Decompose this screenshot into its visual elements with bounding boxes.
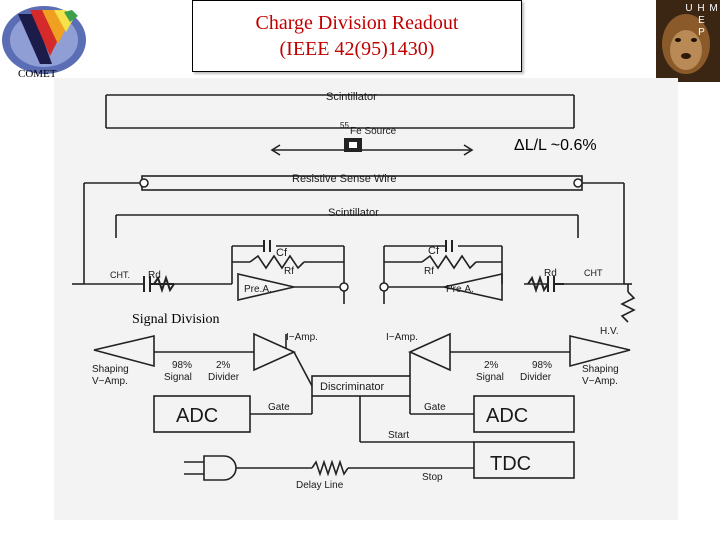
source-superscript: 55 bbox=[340, 121, 349, 130]
gate-right-label: Gate bbox=[424, 402, 446, 413]
wire-label: Resistive Sense Wire bbox=[292, 173, 397, 185]
comet-logo-icon bbox=[2, 6, 86, 74]
adc-right-label: ADC bbox=[486, 405, 528, 427]
resolution-label: ΔL/L ~0.6% bbox=[514, 137, 597, 154]
uhm-letters-2: E bbox=[698, 15, 706, 26]
pct98-left-label: 98% bbox=[172, 360, 192, 371]
vamp-left-label: V−Amp. bbox=[92, 376, 128, 387]
comet-label: COMET bbox=[18, 68, 57, 80]
circuit-diagram-panel: Scintillator 55 Fe Source ΔL/L ~0.6% Res… bbox=[54, 78, 678, 520]
preamp-left-label: Pre.A. bbox=[244, 284, 272, 295]
page-title: Charge Division Readout bbox=[255, 12, 459, 34]
cf-left-label: Cf bbox=[276, 247, 288, 259]
start-label: Start bbox=[388, 430, 409, 441]
pct98-right-label: 98% bbox=[532, 360, 552, 371]
divider-left-label: Divider bbox=[208, 372, 240, 383]
title-box: Charge Division Readout (IEEE 42(95)1430… bbox=[192, 0, 522, 72]
divider-right-label: Divider bbox=[520, 372, 552, 383]
page-subtitle: (IEEE 42(95)1430) bbox=[279, 38, 435, 60]
pct2-left-label: 2% bbox=[216, 360, 231, 371]
scintillator-top-label: Scintillator bbox=[326, 91, 377, 103]
iamp-right-label: I−Amp. bbox=[386, 332, 418, 343]
tdc-label: TDC bbox=[490, 453, 531, 475]
stop-label: Stop bbox=[422, 472, 443, 483]
cht-right-label: CHT bbox=[584, 268, 603, 278]
preamp-right-label: Pre.A. bbox=[446, 284, 474, 295]
shaping-right-label: Shaping bbox=[582, 364, 619, 375]
signal-left-label: Signal bbox=[164, 372, 192, 383]
rd-right-label: Rd bbox=[544, 268, 557, 279]
hv-label: H.V. bbox=[600, 326, 619, 337]
uhm-letters-1: U H M bbox=[685, 3, 719, 14]
scintillator-bottom-label: Scintillator bbox=[328, 207, 379, 219]
adc-left-label: ADC bbox=[176, 405, 218, 427]
cf-right-label: Cf bbox=[428, 245, 440, 257]
cht-left-label: CHT. bbox=[110, 270, 130, 280]
signal-division-label: Signal Division bbox=[132, 312, 220, 327]
rf-right-label: Rf bbox=[424, 266, 434, 277]
vamp-right-label: V−Amp. bbox=[582, 376, 618, 387]
pct2-right-label: 2% bbox=[484, 360, 499, 371]
discriminator-label: Discriminator bbox=[320, 381, 385, 393]
shaping-left-label: Shaping bbox=[92, 364, 129, 375]
circuit-diagram: Scintillator 55 Fe Source ΔL/L ~0.6% Res… bbox=[72, 91, 636, 491]
uhm-logo-text: U H M E P bbox=[684, 3, 720, 39]
rf-left-label: Rf bbox=[284, 266, 294, 277]
uhm-letters-3: P bbox=[698, 27, 706, 38]
iamp-left-label: I−Amp. bbox=[286, 332, 318, 343]
signal-right-label: Signal bbox=[476, 372, 504, 383]
delay-line-label: Delay Line bbox=[296, 480, 344, 491]
rd-left-label: Rd bbox=[148, 270, 161, 281]
source-label: Fe Source bbox=[350, 126, 397, 137]
gate-left-label: Gate bbox=[268, 402, 290, 413]
cougar-logo-icon bbox=[656, 0, 720, 82]
